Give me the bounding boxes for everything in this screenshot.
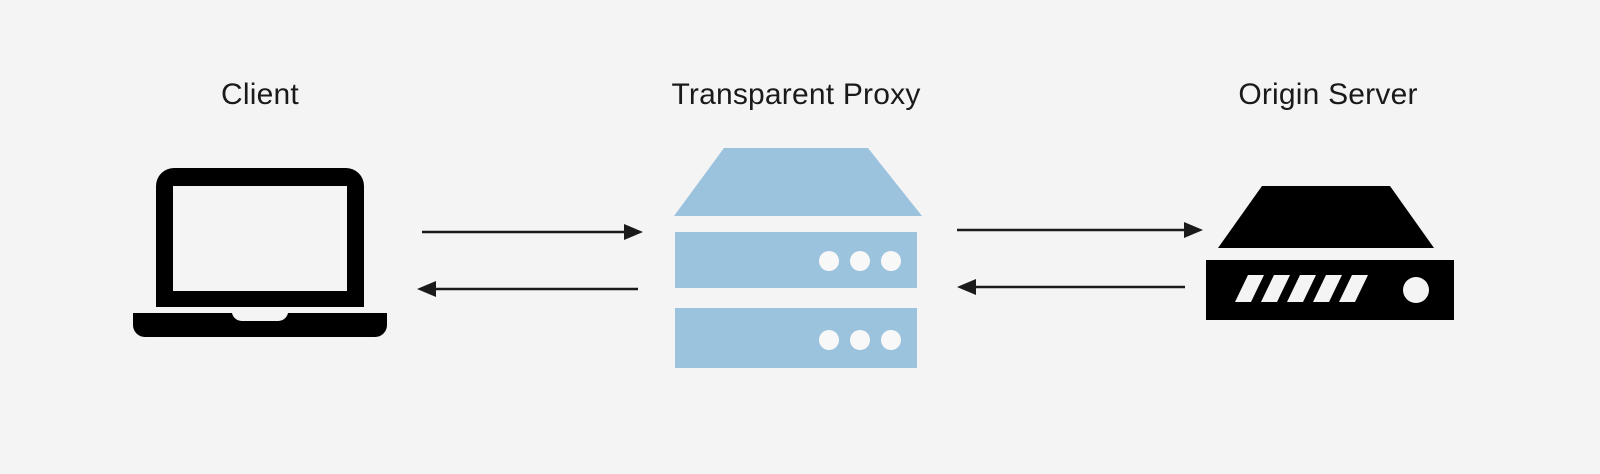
server-vent-slashes xyxy=(1235,275,1368,302)
server-top-trapezoid xyxy=(674,148,922,216)
server-bay-upper xyxy=(675,232,917,288)
laptop-icon xyxy=(60,0,460,474)
arrow-proxy-to-origin xyxy=(957,222,1203,238)
server-status-light xyxy=(1403,277,1429,303)
node-proxy-label: Transparent Proxy xyxy=(671,78,921,111)
arrow-origin-to-proxy xyxy=(957,279,1185,295)
server-bay-lower xyxy=(675,308,917,368)
server-icon-origin xyxy=(1128,0,1528,474)
server-icon-proxy xyxy=(596,0,996,474)
node-proxy: Transparent Proxy xyxy=(596,0,996,474)
server-top-trapezoid xyxy=(1218,186,1434,248)
arrow-client-to-proxy xyxy=(422,224,643,240)
node-origin-label: Origin Server xyxy=(1238,78,1418,111)
node-client-label: Client xyxy=(221,78,299,111)
node-origin: Origin Server xyxy=(1128,0,1528,474)
arrow-proxy-to-client xyxy=(417,281,638,297)
arrow-group-proxy-origin xyxy=(940,0,1210,474)
arrow-group-client-proxy xyxy=(400,0,643,474)
node-client: Client xyxy=(60,0,460,474)
